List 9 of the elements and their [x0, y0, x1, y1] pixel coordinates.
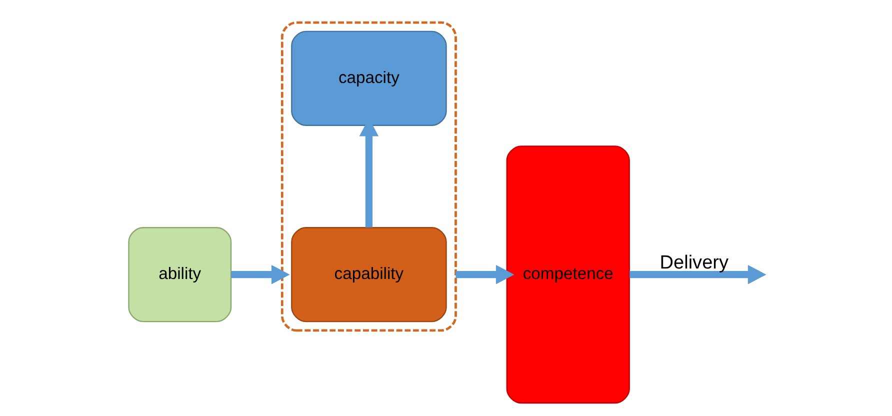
node-box: ability	[128, 227, 232, 322]
edge-label: Delivery	[660, 252, 729, 274]
arrow	[456, 264, 514, 284]
node-box: capability	[291, 227, 447, 322]
arrow	[231, 264, 290, 284]
arrow	[630, 264, 766, 284]
node-box: capacity	[291, 30, 447, 126]
cluster	[280, 21, 457, 332]
node-box: competence	[506, 146, 630, 404]
